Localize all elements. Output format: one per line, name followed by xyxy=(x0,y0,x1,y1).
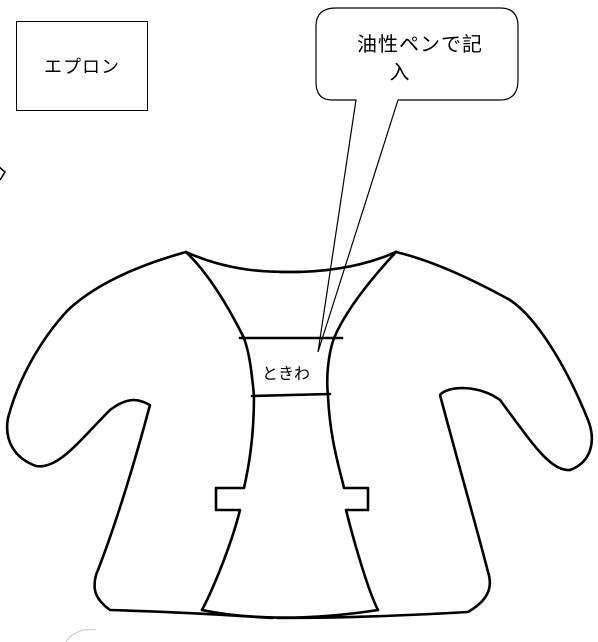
apron-label: エプロン xyxy=(44,57,120,78)
neckline xyxy=(184,250,398,274)
callout-bubble xyxy=(315,7,519,353)
left-sleeve-outline xyxy=(5,250,274,620)
right-sleeve-outline xyxy=(276,250,594,620)
faint-mark xyxy=(65,628,97,642)
hem xyxy=(200,608,380,619)
edge-mark xyxy=(0,166,7,181)
callout-line1: 油性ペンで記 xyxy=(357,32,483,56)
name-tag-text: ときわ xyxy=(261,364,310,383)
right-front-panel xyxy=(325,250,398,612)
callout-text: 油性ペンで記 入 xyxy=(322,30,518,86)
apron-label-box: エプロン xyxy=(16,21,148,111)
left-front-panel xyxy=(184,250,256,612)
name-tag-bottom xyxy=(250,392,332,398)
callout-line2: 入 xyxy=(389,60,411,84)
